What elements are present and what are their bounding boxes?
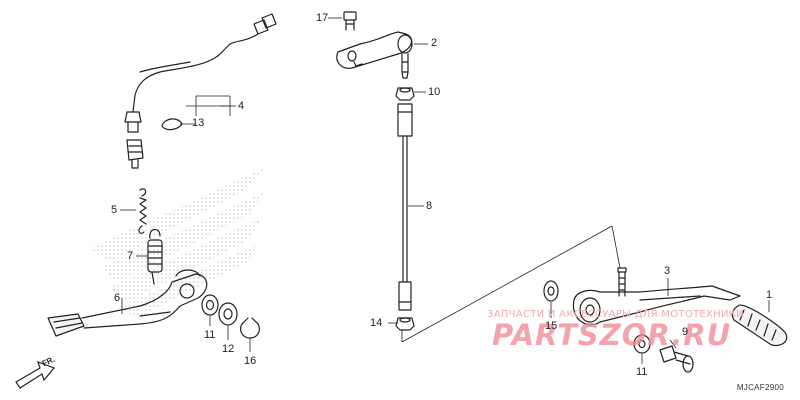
- part-2-shift-arm: [336, 31, 413, 79]
- part-8-rod: [397, 103, 413, 311]
- part-9-bolt: [659, 345, 694, 373]
- callout-2: 2: [431, 37, 438, 49]
- callout-12: 12: [222, 343, 235, 355]
- part-6-pedal: [47, 269, 208, 337]
- part-5-spring: [138, 188, 147, 234]
- watermark-logo: PARTSZOR.RU: [492, 318, 732, 352]
- callout-8: 8: [426, 200, 433, 212]
- part-3-shift-pedal: [572, 267, 741, 326]
- callout-14: 14: [370, 317, 383, 329]
- callout-11-right: 11: [636, 366, 648, 378]
- front-arrow-icon: [15, 360, 56, 389]
- part-12-washer: [218, 302, 238, 326]
- part-11-washer-right: [633, 334, 651, 354]
- part-14-nut: [395, 317, 415, 331]
- callout-3: 3: [664, 265, 671, 277]
- callout-6: 6: [114, 292, 121, 304]
- callout-9: 9: [682, 326, 689, 338]
- callout-5: 5: [111, 204, 118, 216]
- callout-15: 15: [545, 320, 558, 332]
- part-16-clip: [240, 317, 260, 339]
- callout-7: 7: [127, 250, 134, 262]
- part-15-washer: [543, 280, 559, 302]
- part-4-switch-wire: [124, 13, 277, 169]
- callout-4: 4: [238, 100, 245, 112]
- part-1-rubber: [731, 304, 788, 347]
- callout-13: 13: [192, 117, 205, 129]
- callout-11-left: 11: [204, 329, 216, 341]
- part-17-bolt: [343, 11, 357, 31]
- callout-16: 16: [244, 355, 257, 367]
- part-10-nut: [395, 87, 415, 101]
- callout-17: 17: [316, 12, 329, 24]
- callout-10: 10: [428, 86, 441, 98]
- watermark-text: ЗАПЧАСТИ И АКСЕССУАРЫ ДЛЯ МОТОТЕХНИКИ: [487, 309, 744, 320]
- part-11-washer: [201, 294, 219, 316]
- leader-lines: [120, 17, 770, 364]
- wing-watermark: [90, 168, 265, 318]
- diagram-code: MJCAF2900: [736, 383, 784, 392]
- part-13-clip: [161, 118, 183, 131]
- callout-1: 1: [766, 289, 773, 301]
